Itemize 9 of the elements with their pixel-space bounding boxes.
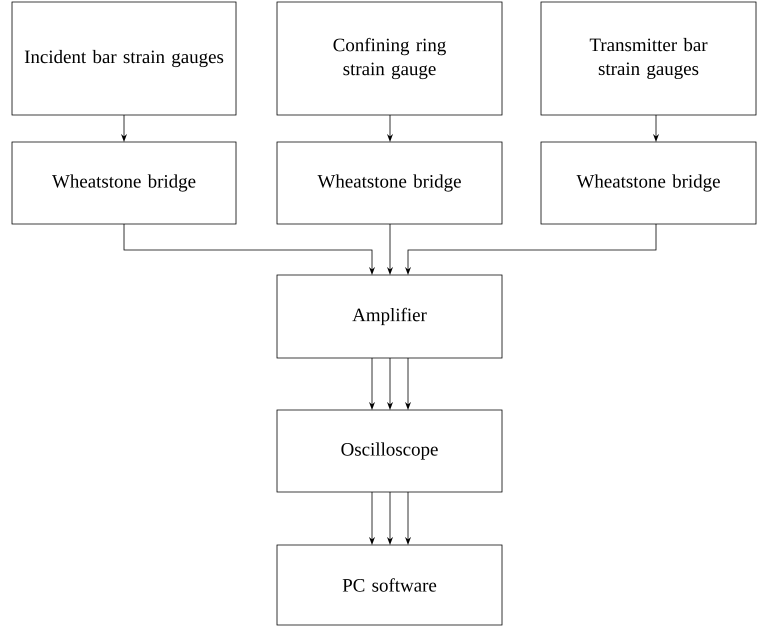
bridge-box: Wheatstone bridge [276, 142, 502, 224]
bridge-box: Wheatstone bridge [540, 142, 756, 224]
computer-box: PC software [276, 544, 502, 626]
amplifier-box: Amplifier [276, 274, 502, 358]
oscilloscope-box: Oscilloscope [276, 410, 502, 492]
bridge-box: Wheatstone bridge [12, 142, 236, 224]
sensor-box: Confining ring strain gauge [276, 2, 502, 116]
sensor-box: Transmitter bar strain gauges [540, 2, 756, 116]
sensor-box: Incident bar strain gauges [12, 2, 236, 116]
